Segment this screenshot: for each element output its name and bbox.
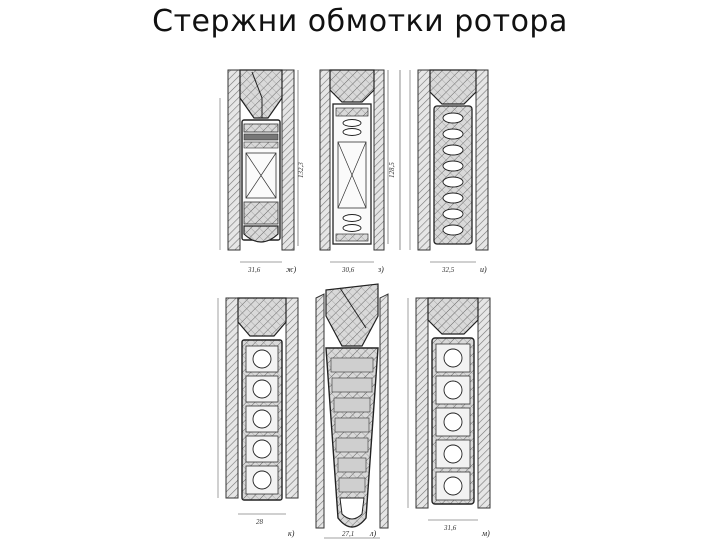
diagram-m: 31,6 м) [407,297,491,538]
diagram-l: 27,1 л) [315,283,389,539]
dim-width-i: 32,5 [441,266,455,274]
diagram-label-m: м) [481,529,490,538]
rotor-winding-bars-drawing: 31,6 ж) 132,3 30,6 з) 128,5 [200,58,510,540]
diagram-z: 30,6 з) 128,5 [319,69,401,274]
diagram-label-z: з) [377,265,384,274]
diagram-label-l: л) [369,529,376,538]
dim-width-m: 31,6 [443,524,457,532]
dim-width-l: 27,1 [342,530,354,538]
dim-height-z: 128,5 [388,162,396,178]
diagram-k: 28 к) [217,297,299,538]
dim-height-zh: 132,3 [297,162,305,178]
diagram-i: 32,5 и) [409,69,489,274]
diagram-zh: 31,6 ж) 132,3 [219,69,305,274]
dim-width-zh: 31,6 [247,266,261,274]
dim-width-k: 28 [256,518,264,526]
slide-title: Стержни обмотки ротора [152,4,568,39]
dim-width-z: 30,6 [341,266,355,274]
diagram-label-k: к) [288,529,295,538]
technical-drawing: 31,6 ж) 132,3 30,6 з) 128,5 [217,69,491,539]
diagram-label-i: и) [480,265,487,274]
diagram-label-zh: ж) [286,265,296,274]
